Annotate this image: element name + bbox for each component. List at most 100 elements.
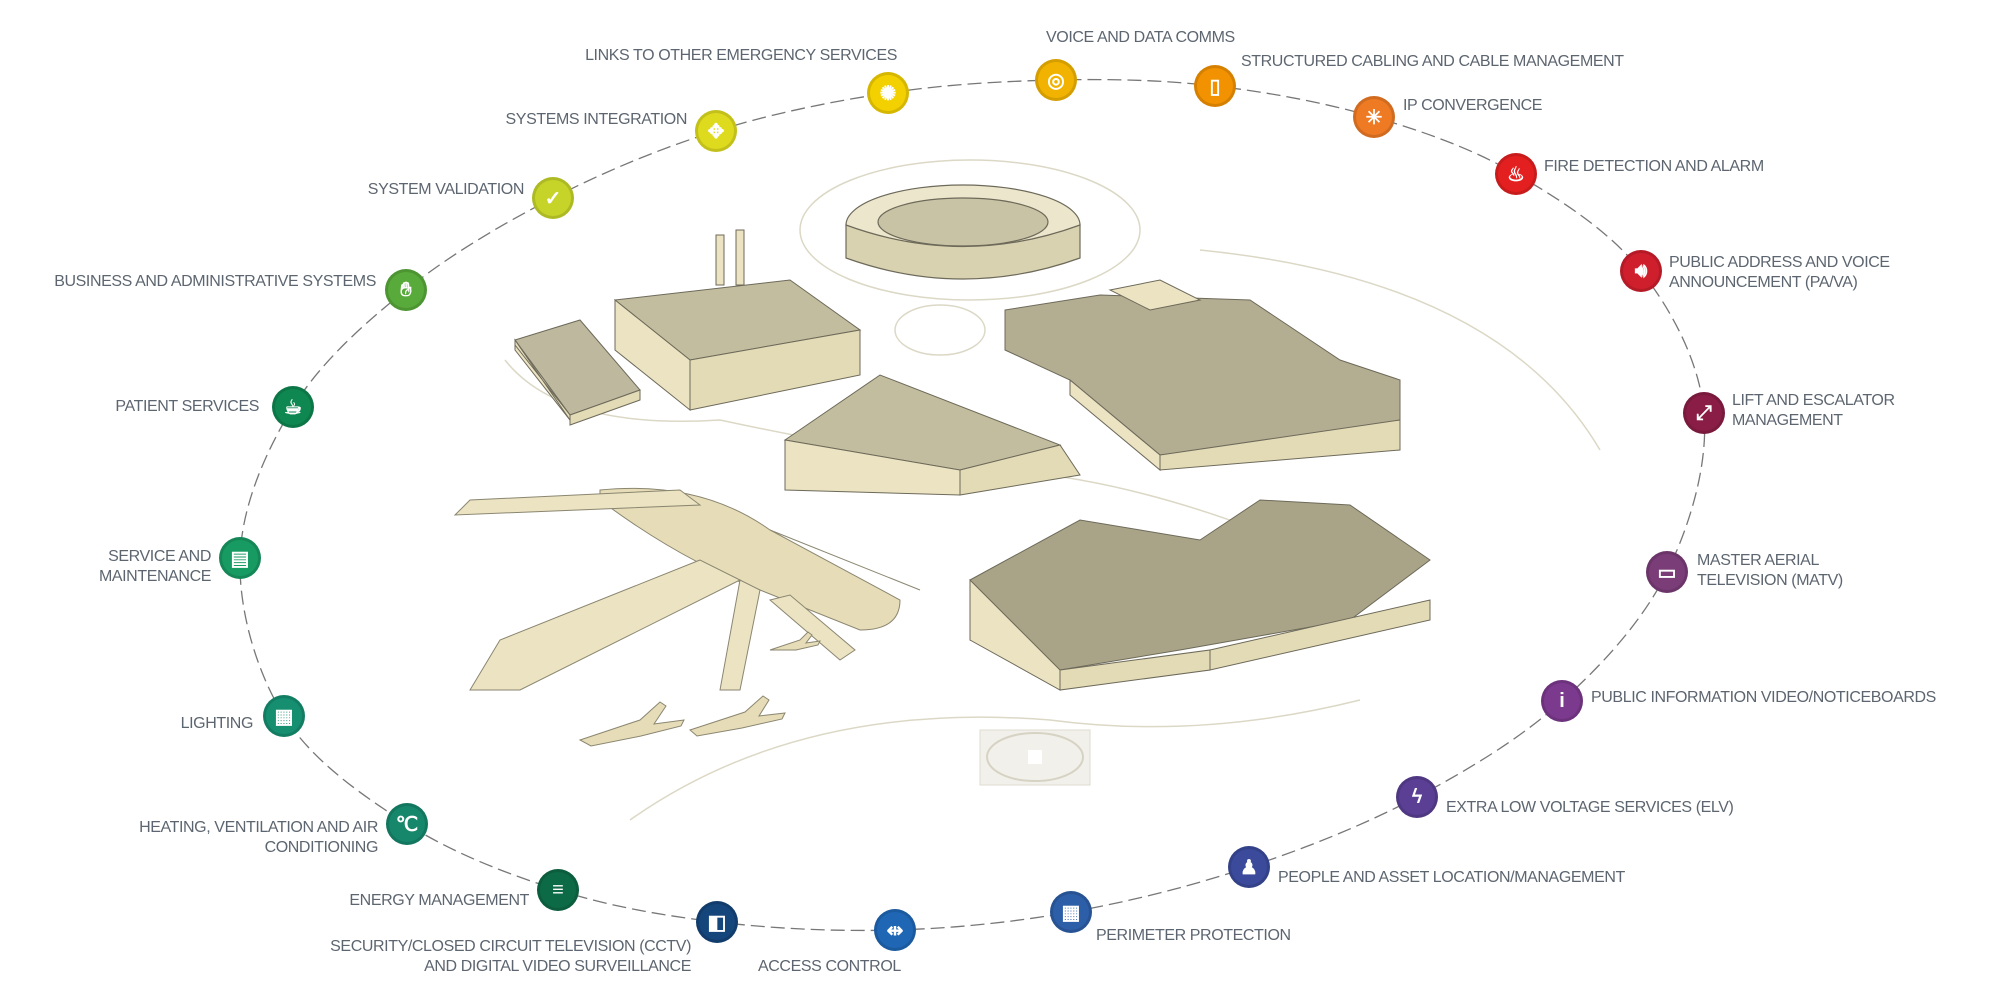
label-line: LIGHTING: [180, 715, 254, 732]
label-line: IP CONVERGENCE: [1403, 97, 1543, 114]
service-node-cabling[interactable]: ▯: [1194, 65, 1236, 107]
label-line: STRUCTURED CABLING AND CABLE MANAGEMENT: [1241, 53, 1624, 70]
label-line: MANAGEMENT: [1732, 412, 1843, 429]
escalator-icon: ⤢: [1696, 401, 1712, 424]
service-label-patient[interactable]: PATIENT SERVICES: [115, 397, 259, 417]
service-label-people[interactable]: PEOPLE AND ASSET LOCATION/MANAGEMENT: [1278, 868, 1625, 888]
siren-icon: ✺: [879, 82, 897, 105]
cable-socket-icon: ▯: [1209, 75, 1221, 98]
service-label-validation[interactable]: SYSTEM VALIDATION: [367, 180, 525, 200]
service-label-cctv[interactable]: SECURITY/CLOSED CIRCUIT TELEVISION (CCTV…: [330, 937, 691, 977]
service-label-cabling[interactable]: STRUCTURED CABLING AND CABLE MANAGEMENT: [1241, 52, 1624, 72]
service-label-access[interactable]: ACCESS CONTROL: [758, 957, 901, 977]
label-line: CONDITIONING: [264, 839, 379, 856]
lightning-elv-icon: ϟ: [1411, 785, 1423, 808]
service-node-cctv[interactable]: ◧: [696, 901, 738, 943]
service-label-perimeter[interactable]: PERIMETER PROTECTION: [1096, 926, 1291, 946]
service-label-ip[interactable]: IP CONVERGENCE: [1403, 96, 1542, 116]
service-label-energy[interactable]: ENERGY MANAGEMENT: [349, 891, 529, 911]
label-line: PEOPLE AND ASSET LOCATION/MANAGEMENT: [1278, 869, 1625, 886]
label-line: HEATING, VENTILATION AND AIR: [139, 819, 378, 836]
service-node-fire[interactable]: ♨: [1495, 153, 1537, 195]
service-node-lift[interactable]: ⤢: [1683, 392, 1725, 434]
label-line: ACCESS CONTROL: [758, 958, 901, 975]
service-node-voice[interactable]: ◎: [1035, 59, 1077, 101]
service-node-access[interactable]: ⇹: [874, 909, 916, 951]
label-line: PERIMETER PROTECTION: [1096, 927, 1291, 944]
service-label-business[interactable]: BUSINESS AND ADMINISTRATIVE SYSTEMS: [54, 272, 376, 292]
stadium: [845, 184, 1081, 280]
service-node-lighting[interactable]: ▦: [263, 695, 305, 737]
service-node-business[interactable]: ✋︎: [385, 269, 427, 311]
service-node-elv[interactable]: ϟ: [1396, 776, 1438, 818]
temperature-icon: ℃: [395, 813, 419, 836]
label-line: EXTRA LOW VOLTAGE SERVICES (ELV): [1446, 799, 1734, 816]
label-line: LIFT AND ESCALATOR: [1732, 392, 1895, 409]
label-line: PUBLIC ADDRESS AND VOICE: [1669, 254, 1890, 271]
service-label-integration[interactable]: SYSTEMS INTEGRATION: [505, 110, 688, 130]
aircraft: [578, 631, 821, 747]
service-node-service[interactable]: ▤: [219, 537, 261, 579]
service-node-pinfo[interactable]: i: [1541, 680, 1583, 722]
warehouse: [783, 374, 1081, 496]
service-label-fire[interactable]: FIRE DETECTION AND ALARM: [1544, 157, 1764, 177]
door-access-icon: ⇹: [886, 919, 904, 942]
service-label-elv[interactable]: EXTRA LOW VOLTAGE SERVICES (ELV): [1446, 798, 1734, 818]
service-node-patient[interactable]: ☕︎: [272, 386, 314, 428]
convergence-icon: ✳: [1365, 106, 1383, 129]
checkmark-icon: ✓: [544, 187, 562, 210]
label-line: SYSTEMS INTEGRATION: [505, 111, 688, 128]
label-line: SERVICE AND: [108, 548, 211, 565]
person-tracking-icon: ♟: [1240, 856, 1258, 879]
label-line: VOICE AND DATA COMMS: [1046, 29, 1235, 46]
handshake-icon: ✋︎: [400, 278, 412, 301]
label-line: ENERGY MANAGEMENT: [349, 892, 529, 909]
label-line: BUSINESS AND ADMINISTRATIVE SYSTEMS: [54, 273, 376, 290]
label-line: ANNOUNCEMENT (PA/VA): [1669, 274, 1858, 291]
service-node-hvac[interactable]: ℃: [386, 803, 428, 845]
service-label-hvac[interactable]: HEATING, VENTILATION AND AIR CONDITIONING: [139, 818, 378, 858]
label-line: LINKS TO OTHER EMERGENCY SERVICES: [585, 47, 897, 64]
signal-spiral-icon: ◎: [1047, 69, 1065, 92]
integration-icon: ✥: [707, 120, 725, 143]
helipad: [979, 729, 1091, 786]
light-panel-icon: ▦: [274, 705, 294, 728]
service-node-energy[interactable]: ≡: [537, 869, 579, 911]
service-label-pava[interactable]: PUBLIC ADDRESS AND VOICE ANNOUNCEMENT (PA…: [1669, 253, 1890, 293]
label-line: MAINTENANCE: [98, 568, 211, 585]
service-label-service[interactable]: SERVICE AND MAINTENANCE: [99, 547, 211, 587]
service-node-integration[interactable]: ✥: [695, 110, 737, 152]
service-label-pinfo[interactable]: PUBLIC INFORMATION VIDEO/NOTICEBOARDS: [1591, 688, 1936, 708]
service-node-links[interactable]: ✺: [867, 72, 909, 114]
service-label-lighting[interactable]: LIGHTING: [180, 714, 254, 734]
cctv-camera-icon: ◧: [707, 911, 727, 934]
label-line: AND DIGITAL VIDEO SURVEILLANCE: [424, 958, 691, 975]
service-label-voice[interactable]: VOICE AND DATA COMMS: [1046, 28, 1235, 48]
speaker-icon: 🔊︎: [1634, 259, 1648, 282]
label-line: SYSTEM VALIDATION: [367, 181, 525, 198]
label-line: SECURITY/CLOSED CIRCUIT TELEVISION (CCTV…: [330, 938, 691, 955]
hospital-complex: [1004, 279, 1401, 472]
service-node-people[interactable]: ♟: [1228, 846, 1270, 888]
service-node-pava[interactable]: 🔊︎: [1620, 250, 1662, 292]
tv-antenna-icon: ▭: [1657, 561, 1677, 584]
energy-meter-icon: ≡: [552, 878, 564, 901]
service-node-matv[interactable]: ▭: [1646, 551, 1688, 593]
service-label-links[interactable]: LINKS TO OTHER EMERGENCY SERVICES: [585, 46, 897, 66]
info-board-icon: i: [1559, 689, 1565, 712]
label-line: FIRE DETECTION AND ALARM: [1544, 158, 1764, 175]
factory: [514, 229, 862, 426]
fence-icon: ▦: [1061, 901, 1081, 924]
campus-buildings: [969, 499, 1431, 691]
maintenance-icon: ▤: [230, 547, 250, 570]
label-line: MASTER AERIAL: [1697, 552, 1819, 569]
service-node-ip[interactable]: ✳: [1353, 96, 1395, 138]
label-line: PUBLIC INFORMATION VIDEO/NOTICEBOARDS: [1591, 689, 1936, 706]
service-label-lift[interactable]: LIFT AND ESCALATOR MANAGEMENT: [1732, 391, 1895, 431]
cup-icon: ☕︎: [284, 396, 302, 419]
service-node-perimeter[interactable]: ▦: [1050, 891, 1092, 933]
service-node-validation[interactable]: ✓: [532, 177, 574, 219]
